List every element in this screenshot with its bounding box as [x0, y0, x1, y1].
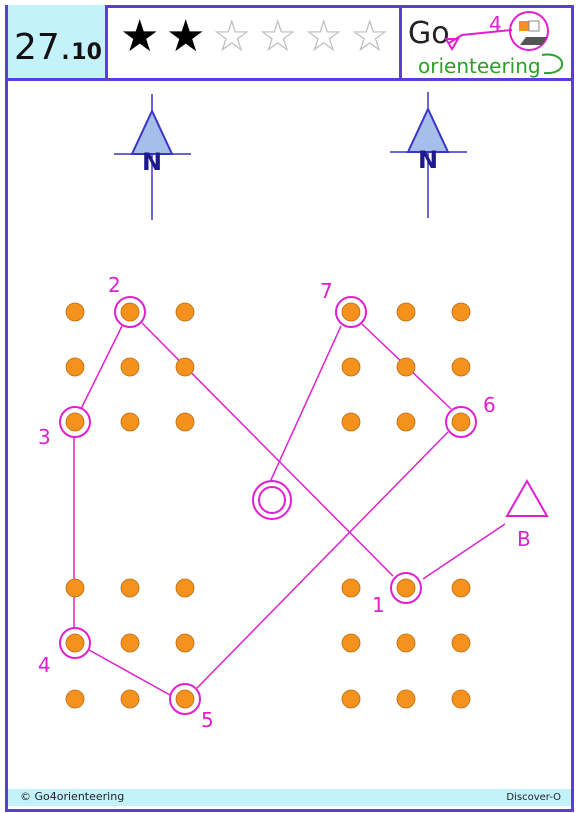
marker-dot: [341, 357, 361, 377]
marker-dot: [341, 578, 361, 598]
card-number-sub: 10: [71, 40, 102, 65]
marker-dot: [120, 578, 140, 598]
control-number-6: 6: [483, 393, 496, 417]
north-label: N: [418, 146, 438, 174]
marker-dot: [396, 412, 416, 432]
header-divider: [5, 78, 574, 81]
logo-start-triangle-icon: [444, 38, 460, 51]
marker-dot: [65, 633, 85, 653]
marker-dot: [396, 302, 416, 322]
marker-dot: [451, 412, 471, 432]
logo-flag-icon: [519, 21, 529, 31]
card-number-box: 27.10: [8, 5, 108, 78]
marker-dot: [65, 412, 85, 432]
marker-dot: [175, 357, 195, 377]
marker-dot: [396, 633, 416, 653]
control-number-2: 2: [108, 273, 121, 297]
marker-dot: [396, 578, 416, 598]
marker-dot: [341, 633, 361, 653]
north-label: N: [142, 148, 162, 176]
control-circle-5: [169, 683, 201, 715]
copyright-text: © Go4orienteering: [20, 790, 125, 803]
star-empty-icon: ☆: [350, 11, 390, 62]
marker-dot: [451, 578, 471, 598]
finish-inner-circle: [258, 486, 286, 514]
marker-dot: [120, 689, 140, 709]
start-triangle-icon: [505, 478, 549, 517]
marker-dot: [451, 357, 471, 377]
control-circle-6: [445, 406, 477, 438]
star-empty-icon: ☆: [212, 11, 252, 62]
card-number: 27.10: [14, 27, 102, 68]
go4orienteering-logo: Go 4 orienteering: [408, 11, 564, 78]
card-footer: © Go4orienteering Discover-O: [8, 789, 571, 806]
marker-dot: [120, 633, 140, 653]
logo-text-digit: 4: [489, 12, 502, 36]
control-circles: [59, 296, 477, 715]
logo-box: Go 4 orienteering: [402, 5, 574, 78]
control-circle-3: [59, 406, 91, 438]
control-circle-1: [390, 572, 422, 604]
marker-dot: [451, 302, 471, 322]
control-numbers: 1 2 3 4 5 6 7: [38, 273, 496, 732]
marker-dot: [396, 357, 416, 377]
marker-dot: [65, 578, 85, 598]
marker-dot: [175, 302, 195, 322]
star-empty-icon: ☆: [304, 11, 344, 62]
star-filled-icon: ★: [166, 11, 206, 62]
marker-dot: [341, 302, 361, 322]
marker-dot: [65, 302, 85, 322]
north-arrow-right: N: [390, 92, 467, 218]
marker-dot: [451, 689, 471, 709]
marker-dot: [175, 689, 195, 709]
control-number-5: 5: [201, 708, 214, 732]
star-filled-icon: ★: [120, 11, 160, 62]
marker-dot: [175, 633, 195, 653]
marker-dot: [120, 412, 140, 432]
control-number-7: 7: [320, 279, 333, 303]
finish-outer-circle: [252, 480, 292, 520]
marker-dot: [175, 578, 195, 598]
star-empty-icon: ☆: [258, 11, 298, 62]
north-arrow-left: N: [114, 94, 191, 220]
brand-text: Discover-O: [506, 792, 561, 803]
logo-punch-icon: [520, 37, 547, 45]
control-number-4: 4: [38, 653, 51, 677]
marker-dot: [120, 357, 140, 377]
control-number-3: 3: [38, 425, 51, 449]
difficulty-stars: ★ ★ ☆ ☆ ☆ ☆: [108, 5, 402, 78]
card-header: 27.10 ★ ★ ☆ ☆ ☆ ☆ Go 4 orienteering: [5, 5, 574, 81]
card-number-main: 27.: [14, 27, 72, 68]
marker-dot: [65, 357, 85, 377]
marker-dot: [341, 412, 361, 432]
marker-dot: [175, 412, 195, 432]
control-circle-2: [114, 296, 146, 328]
marker-dot: [120, 302, 140, 322]
card-frame: [5, 5, 574, 812]
marker-dot: [451, 633, 471, 653]
control-circle-4: [59, 627, 91, 659]
control-number-1: 1: [372, 593, 385, 617]
start-label: B: [517, 527, 531, 551]
control-circle-7: [335, 296, 367, 328]
logo-text-bottom: orienteering: [418, 54, 541, 78]
marker-dot: [396, 689, 416, 709]
marker-dot: [65, 689, 85, 709]
marker-dots: [65, 302, 471, 709]
marker-dot: [341, 689, 361, 709]
logo-text-top: Go: [408, 16, 450, 51]
